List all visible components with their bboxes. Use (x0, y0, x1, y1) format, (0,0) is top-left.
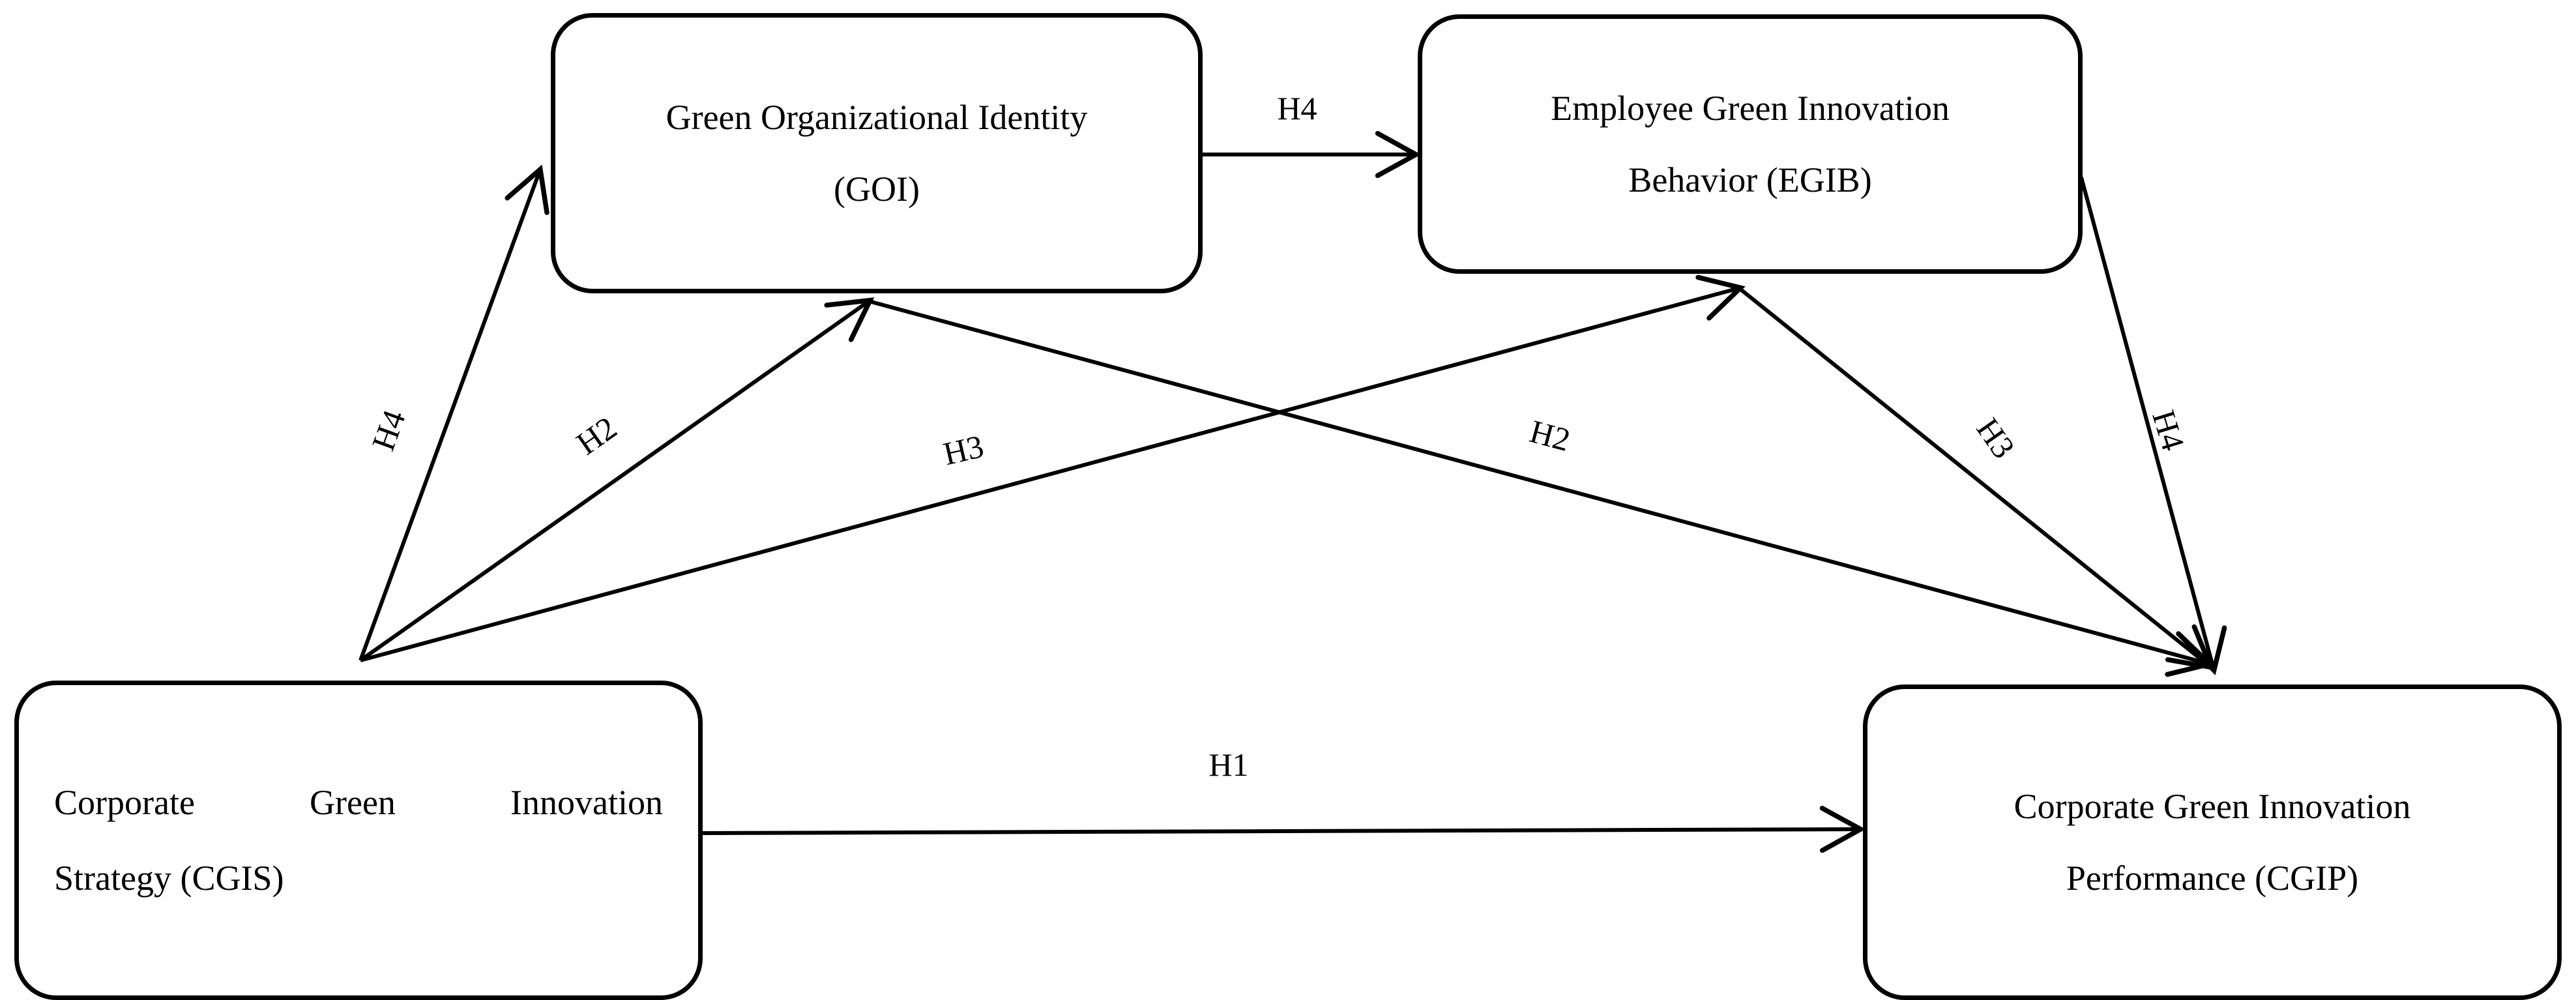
edge-h1 (702, 829, 1859, 833)
edge-label-h4_top: H4 (1277, 90, 1317, 126)
edge-h2_left (359, 301, 869, 662)
node-label-line1: Green Organizational Identity (666, 98, 1088, 137)
green-organizational-identity-box[interactable]: Green Organizational Identity (GOI) (551, 13, 1203, 293)
node-label-line1: Employee Green Innovation (1551, 89, 1950, 128)
node-label-word: Corporate (54, 783, 195, 822)
edge-label-h1: H1 (1208, 746, 1249, 783)
node-label-word: Green (310, 783, 396, 822)
node-label-line2: Behavior (EGIB) (1628, 160, 1872, 199)
node-label-line1: Corporate Green Innovation (54, 785, 663, 820)
edge-h3_left (360, 288, 1739, 662)
edge-h4_right (2079, 177, 2214, 669)
edge-h3_right (1738, 286, 2210, 666)
edge-label-h3_left: H3 (939, 427, 988, 473)
node-label-line2: Strategy (CGIS) (54, 859, 284, 898)
node-label-line2: (GOI) (834, 169, 920, 209)
edge-h4_left (359, 171, 540, 662)
edge-label-h2_right: H2 (1526, 413, 1574, 458)
edge-h2_right (868, 299, 2208, 664)
node-label-line1: Corporate Green Innovation (2013, 787, 2411, 826)
node-label-word: Innovation (510, 783, 663, 822)
node-label-line2: Performance (CGIP) (2066, 859, 2359, 898)
